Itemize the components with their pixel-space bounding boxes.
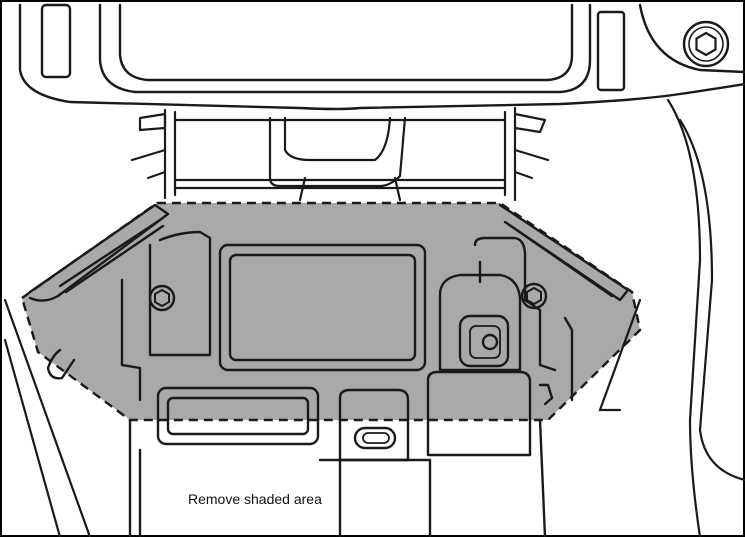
shaded-area-outline — [20, 201, 642, 422]
diagram-caption: Remove shaded area — [188, 491, 322, 507]
mounting-bracket — [130, 106, 550, 202]
side-frame-lines — [3, 98, 745, 537]
lower-panel-details — [28, 203, 630, 406]
hex-bolt-icon — [682, 20, 730, 68]
lower-vents — [128, 370, 547, 537]
upper-bezel — [18, 3, 745, 111]
